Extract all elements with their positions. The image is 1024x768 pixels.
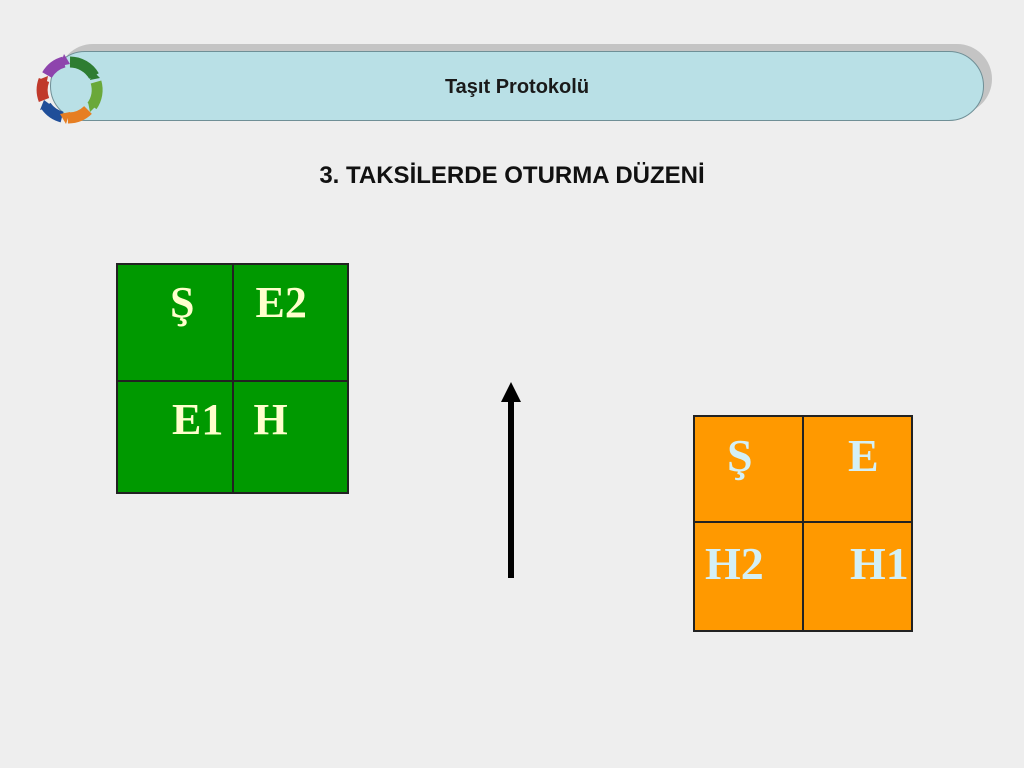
seat-cell: E bbox=[802, 415, 913, 523]
seat-cell: H bbox=[231, 380, 349, 494]
cycle-arrows-icon bbox=[36, 54, 103, 124]
seat-label: E bbox=[848, 430, 879, 481]
seat-label: H2 bbox=[705, 538, 764, 589]
seat-label: E2 bbox=[255, 278, 307, 327]
seat-cell: Ş bbox=[693, 415, 804, 523]
seat-cell: H2 bbox=[693, 521, 804, 632]
seat-cell: E2 bbox=[231, 263, 349, 382]
seat-cell: E1 bbox=[116, 380, 234, 494]
banner-title: Taşıt Protokolü bbox=[444, 76, 590, 98]
seat-cell: H1 bbox=[802, 521, 913, 632]
seat-label: Ş bbox=[170, 278, 195, 327]
seat-label: Ş bbox=[727, 430, 753, 481]
seat-label: E1 bbox=[172, 395, 224, 444]
title-banner: Taşıt Protokolü bbox=[50, 51, 984, 121]
page-heading: 3. TAKSİLERDE OTURMA DÜZENİ bbox=[319, 162, 705, 189]
seating-table-orange: Ş E H2 H1 bbox=[693, 415, 913, 632]
seat-label: H1 bbox=[850, 538, 909, 589]
seat-label: H bbox=[253, 395, 288, 444]
seat-cell: Ş bbox=[116, 263, 234, 382]
seating-table-green: Ş E2 E1 H bbox=[116, 263, 349, 494]
up-arrow-icon bbox=[501, 382, 521, 578]
